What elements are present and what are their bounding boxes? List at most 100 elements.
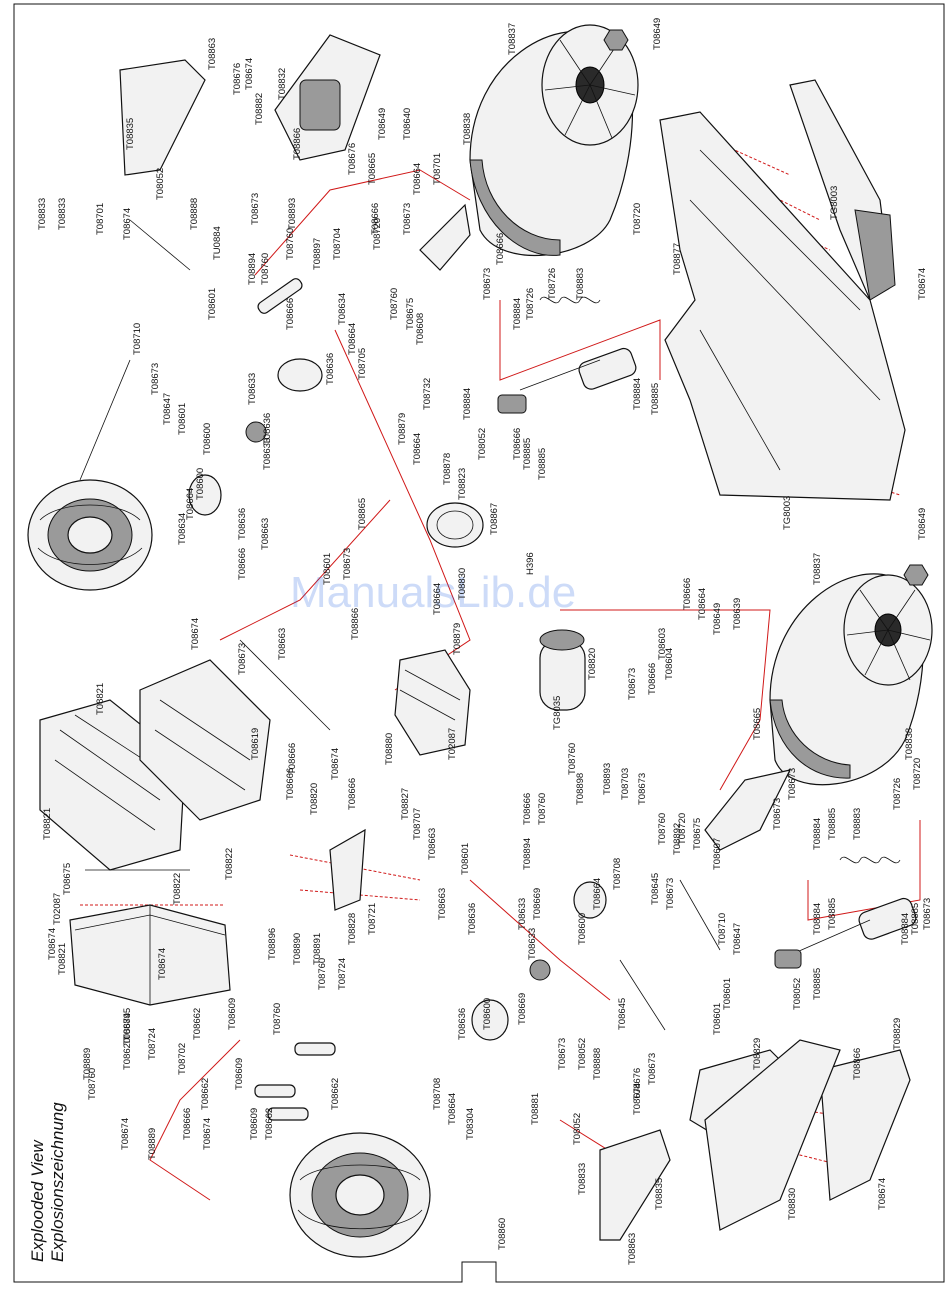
- part-number-label: T08666: [522, 793, 533, 825]
- part-number-label: T08760: [389, 288, 400, 320]
- part-number-label: T08052: [155, 168, 166, 200]
- part-number-label: T08882: [254, 93, 265, 125]
- part-number-label: T08674: [632, 1083, 643, 1115]
- part-number-label: T08640: [402, 108, 413, 140]
- part-number-label: T08675: [405, 298, 416, 330]
- part-number-label: T08833: [577, 1163, 588, 1195]
- part-number-label: T08665: [367, 153, 378, 185]
- part-number-label: T08052: [477, 428, 488, 460]
- part-number-label: T08664: [347, 323, 358, 355]
- part-number-label: T08674: [122, 1013, 133, 1045]
- part-number-label: T08664: [592, 878, 603, 910]
- part-number-label: T08674: [122, 208, 133, 240]
- part-number-label: T08884: [812, 818, 823, 850]
- part-number-label: T08673: [150, 363, 161, 395]
- spur-gear: [426, 502, 484, 548]
- part-number-label: T08676: [347, 143, 358, 175]
- part-number-label: T08710: [717, 913, 728, 945]
- part-number-label: T08760: [285, 228, 296, 260]
- part-number-label: T08600: [202, 423, 213, 455]
- part-number-label: T08633: [517, 898, 528, 930]
- part-number-label: T08879: [397, 413, 408, 445]
- part-number-label: T08603: [657, 628, 668, 660]
- part-number-label: T08885: [650, 383, 661, 415]
- part-number-label: T08676: [632, 1068, 643, 1100]
- part-number-label: T08649: [652, 18, 663, 50]
- battery-pack: [39, 659, 271, 871]
- watermark: ManualsLib.de: [290, 568, 576, 617]
- part-number-label: T08673: [237, 643, 248, 675]
- part-number-label: T08726: [525, 288, 536, 320]
- part-number-label: T08760: [317, 958, 328, 990]
- page-frame: [13, 3, 945, 1283]
- page-title: Explooded View Explosionszeichnung: [28, 1102, 67, 1262]
- part-number-label: T08732: [422, 378, 433, 410]
- part-number-label: T08760: [657, 813, 668, 845]
- part-number-label: T08835: [654, 1178, 665, 1210]
- part-number-label: T08833: [37, 198, 48, 230]
- part-number-label: T08726: [892, 778, 903, 810]
- part-number-label: T08890: [292, 933, 303, 965]
- part-number-label: T02087: [52, 893, 63, 925]
- part-number-label: T02087: [447, 728, 458, 760]
- part-number-label: T08888: [592, 1048, 603, 1080]
- part-number-label: T08601: [177, 403, 188, 435]
- part-number-label: T08666: [287, 743, 298, 775]
- part-number-label: T08885: [827, 898, 838, 930]
- part-number-label: T08674: [190, 618, 201, 650]
- part-number-label: T08866: [350, 608, 361, 640]
- part-number-label: T08827: [400, 788, 411, 820]
- part-number-label: T08664: [412, 163, 423, 195]
- part-number-label: T08666: [285, 298, 296, 330]
- part-number-label: T08600: [482, 998, 493, 1030]
- part-number-label: T08867: [489, 503, 500, 535]
- part-number-label: T08830: [457, 568, 468, 600]
- part-number-label: T08664: [447, 1093, 458, 1125]
- part-number-label: T08881: [530, 1093, 541, 1125]
- part-number-label: T08704: [332, 228, 343, 260]
- part-number-label: T08636: [237, 508, 248, 540]
- part-number-label: T08608: [415, 313, 426, 345]
- part-number-label: T08673: [787, 768, 798, 800]
- part-number-label: T08822: [172, 873, 183, 905]
- part-number-label: T08645: [617, 998, 628, 1030]
- part-number-label: T08669: [517, 993, 528, 1025]
- part-number-label: T08607: [712, 838, 723, 870]
- part-number-label: T08600: [577, 913, 588, 945]
- part-number-label: T08863: [627, 1233, 638, 1265]
- part-number-label: T08666: [512, 428, 523, 460]
- part-number-label: T08702: [177, 1043, 188, 1075]
- part-number-label: T08760: [272, 1003, 283, 1035]
- part-number-label: T08865: [357, 498, 368, 530]
- part-number-label: T08666: [285, 768, 296, 800]
- turnbuckles: [254, 278, 336, 1121]
- rear-shock-absorber: [497, 296, 637, 414]
- part-number-label: T08673: [482, 268, 493, 300]
- part-number-label: T08664: [412, 433, 423, 465]
- receiver-box: [69, 904, 231, 1006]
- part-number-label: TU0884: [212, 226, 223, 260]
- part-number-label: T08601: [322, 553, 333, 585]
- part-number-label: T08863: [207, 38, 218, 70]
- part-number-label: T08304: [465, 1108, 476, 1140]
- part-number-label: T08634: [177, 513, 188, 545]
- part-number-label: T08891: [312, 933, 323, 965]
- part-number-label: T08838: [462, 113, 473, 145]
- part-number-label: T08666: [682, 578, 693, 610]
- part-number-label: T08600: [195, 468, 206, 500]
- part-number-label: T08674: [157, 948, 168, 980]
- part-number-label: H396: [525, 552, 536, 575]
- page-title-line2: Explosionszeichnung: [48, 1102, 67, 1262]
- part-number-label: T08721: [367, 903, 378, 935]
- part-number-label: T08663: [260, 518, 271, 550]
- part-number-label: T08884: [512, 298, 523, 330]
- part-number-label: T08674: [244, 58, 255, 90]
- part-number-label: T08720: [677, 813, 688, 845]
- drive-shafts: [79, 219, 721, 1031]
- part-number-label: T08830: [787, 1188, 798, 1220]
- part-number-label: T08833: [57, 198, 68, 230]
- part-number-label: T08664: [432, 583, 443, 615]
- part-number-label: T08666: [647, 663, 658, 695]
